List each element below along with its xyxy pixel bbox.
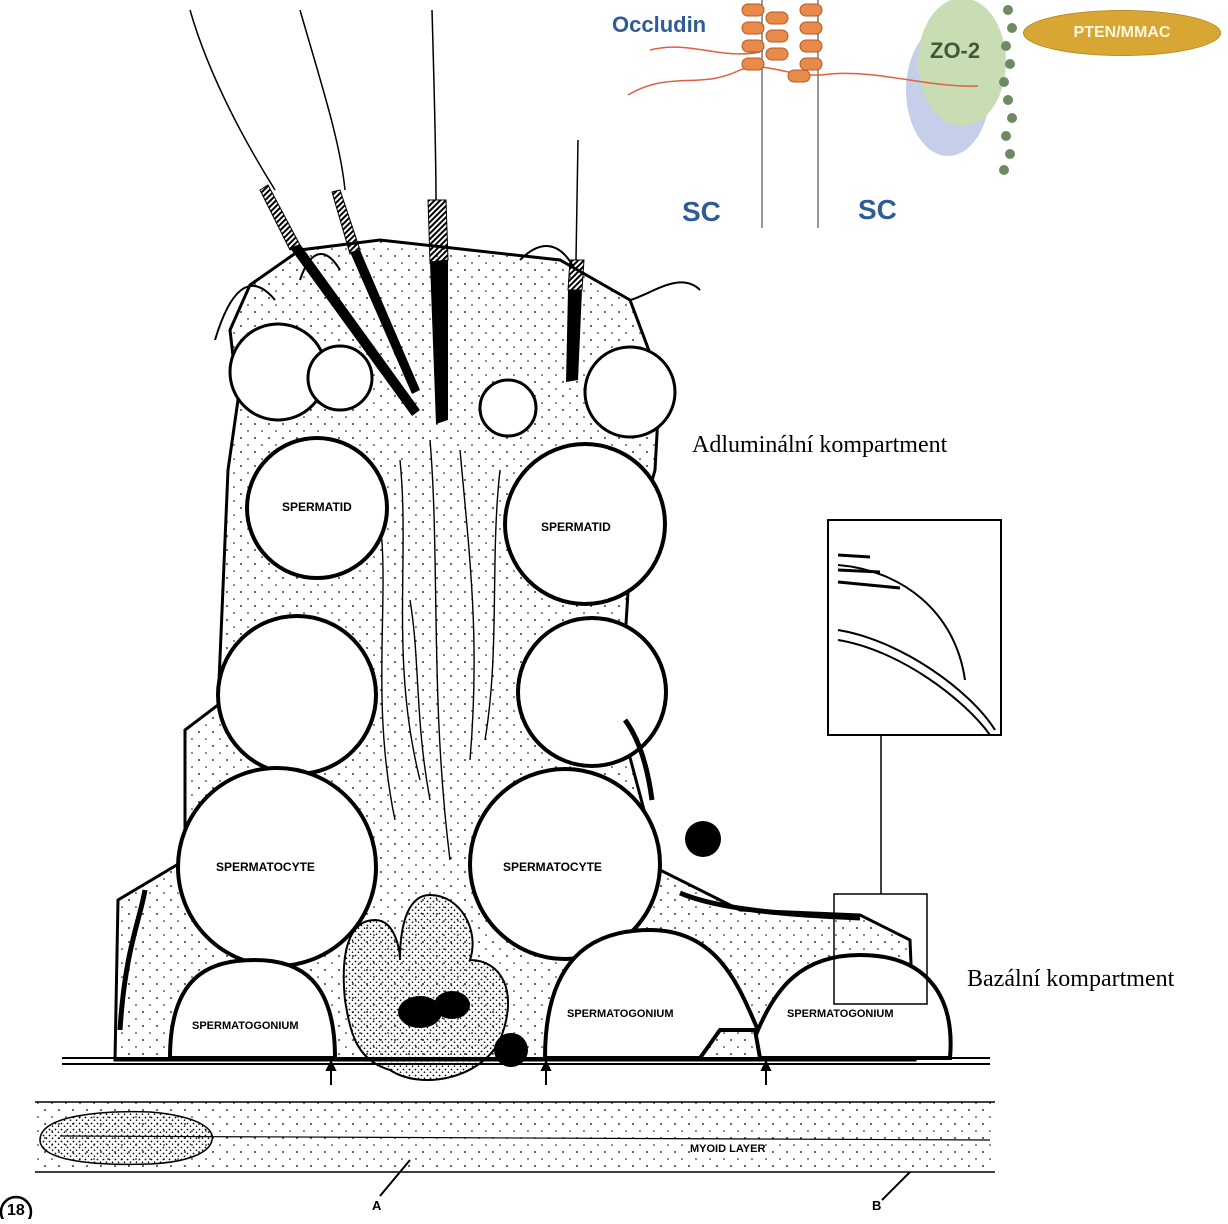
spermatogonium-1-label: SPERMATOGONIUM — [192, 1020, 299, 1032]
spermatogonium-2-label: SPERMATOGONIUM — [567, 1008, 674, 1020]
basal-compartment-label: Bazální kompartment — [967, 966, 1174, 993]
marker-a-label: A — [372, 1198, 381, 1213]
round-cell-left — [218, 616, 376, 774]
spermatocyte-right-label: SPERMATOCYTE — [503, 860, 602, 874]
zo2-label: ZO-2 — [930, 38, 980, 64]
occludin-label: Occludin — [612, 12, 706, 38]
figure-number-label: 18 — [7, 1202, 25, 1220]
spermatid-left-label: SPERMATID — [282, 500, 352, 514]
spermatocyte-left-label: SPERMATOCYTE — [216, 860, 315, 874]
spermatogonium-3-label: SPERMATOGONIUM — [787, 1008, 894, 1020]
spermatid-right-label: SPERMATID — [541, 520, 611, 534]
marker-b-label: B — [872, 1198, 881, 1213]
myoid-layer — [35, 1102, 995, 1172]
actin-filament — [999, 5, 1017, 175]
adluminal-compartment-label: Adluminální kompartment — [692, 432, 947, 459]
pten-badge: PTEN/MMAC — [1023, 10, 1221, 56]
sc-left-label: SC — [682, 196, 721, 228]
sperm-tails — [190, 10, 578, 260]
round-cell-right — [518, 618, 666, 766]
sc-right-label: SC — [858, 194, 897, 226]
myoid-layer-label: MYOID LAYER — [690, 1143, 765, 1155]
myoid-cell-nucleus — [40, 1112, 212, 1165]
